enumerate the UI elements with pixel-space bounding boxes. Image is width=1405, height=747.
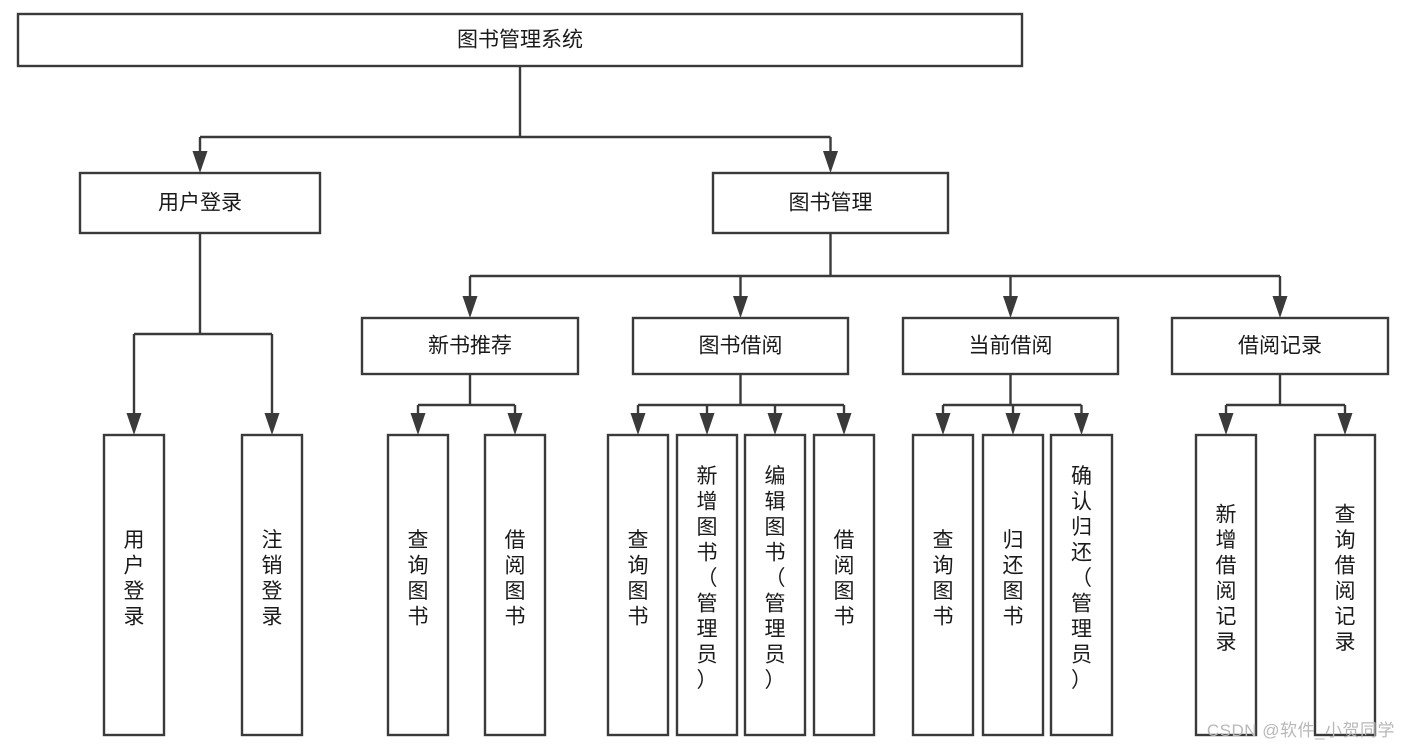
node-box[interactable]	[711, 171, 950, 235]
arrow-head-icon	[264, 413, 280, 435]
node-label: 查询图书	[408, 529, 429, 629]
node-leaf-query-book-1[interactable]: 查询图书	[386, 433, 450, 737]
node-leaf-query-record[interactable]: 查询借阅记录	[1313, 433, 1377, 737]
node-borrow-record[interactable]: 借阅记录	[1170, 316, 1390, 376]
arrow-head-icon	[836, 413, 852, 435]
node-box[interactable]	[911, 433, 975, 737]
arrow-head-icon	[733, 296, 748, 318]
connector-group-nbr-to-leaves	[410, 374, 523, 435]
arrow-head-icon	[823, 151, 838, 173]
node-leaf-add-record[interactable]: 新增借阅记录	[1194, 433, 1258, 737]
arrow-head-icon	[1074, 413, 1089, 435]
node-box[interactable]	[386, 433, 450, 737]
node-box[interactable]	[360, 316, 580, 376]
node-leaf-confirm-return[interactable]: 确认归还（管理员）	[1049, 433, 1114, 737]
arrow-head-icon	[1003, 296, 1018, 318]
node-user-login[interactable]: 用户登录	[78, 171, 322, 235]
node-new-book-rec[interactable]: 新书推荐	[360, 316, 580, 376]
arrow-head-icon	[1337, 413, 1353, 435]
connector-group-root-to-level1	[192, 66, 838, 173]
arrow-head-icon	[1272, 296, 1288, 318]
node-label: 新增借阅记录	[1216, 503, 1237, 654]
node-box[interactable]	[78, 171, 322, 235]
node-box[interactable]	[631, 316, 850, 376]
node-label: 借阅记录	[1238, 335, 1322, 358]
node-box[interactable]	[102, 433, 166, 737]
node-label: 查询图书	[628, 529, 649, 629]
arrow-head-icon	[192, 151, 208, 173]
node-label: 图书借阅	[699, 335, 783, 358]
node-label: 图书管理	[789, 192, 873, 215]
arrow-head-icon	[462, 296, 478, 318]
connector-group-cb-to-leaves	[935, 374, 1089, 435]
connector-layer	[126, 66, 1353, 435]
node-leaf-logout[interactable]: 注销登录	[240, 433, 304, 737]
node-leaf-edit-book[interactable]: 编辑图书（管理员）	[743, 433, 807, 737]
watermark-text: CSDN @软件_小贺同学	[1206, 721, 1395, 740]
node-label: 当前借阅	[969, 335, 1053, 358]
node-label: 归还图书	[1003, 529, 1024, 629]
node-label: 新增图书（管理员）	[697, 465, 718, 692]
node-box[interactable]	[16, 12, 1024, 68]
node-book-manage[interactable]: 图书管理	[711, 171, 950, 235]
node-box[interactable]	[1313, 433, 1377, 737]
node-box[interactable]	[981, 433, 1045, 737]
node-root[interactable]: 图书管理系统	[16, 12, 1024, 68]
node-box[interactable]	[1194, 433, 1258, 737]
node-label: 图书管理系统	[457, 29, 583, 52]
node-label: 注销登录	[262, 529, 283, 629]
arrow-head-icon	[126, 413, 142, 435]
arrow-head-icon	[699, 413, 715, 435]
arrow-head-icon	[1218, 413, 1234, 435]
node-label: 新书推荐	[428, 335, 512, 358]
node-label: 借阅图书	[834, 529, 855, 629]
node-layer: 图书管理系统用户登录图书管理新书推荐图书借阅当前借阅借阅记录用户登录注销登录查询…	[16, 12, 1390, 737]
node-box[interactable]	[1049, 433, 1114, 737]
node-current-borrow[interactable]: 当前借阅	[901, 316, 1120, 376]
arrow-head-icon	[507, 413, 523, 435]
node-box[interactable]	[675, 433, 739, 737]
node-box[interactable]	[240, 433, 304, 737]
node-label: 查询借阅记录	[1335, 503, 1356, 654]
node-label: 查询图书	[933, 529, 954, 629]
node-box[interactable]	[901, 316, 1120, 376]
node-label: 确认归还（管理员）	[1071, 465, 1092, 692]
arrow-head-icon	[767, 413, 783, 435]
node-leaf-return-book[interactable]: 归还图书	[981, 433, 1045, 737]
node-book-borrow[interactable]: 图书借阅	[631, 316, 850, 376]
arrow-head-icon	[630, 413, 646, 435]
node-box[interactable]	[812, 433, 876, 737]
arrow-head-icon	[1005, 413, 1021, 435]
connector-group-bb-to-leaves	[630, 374, 852, 435]
node-leaf-borrow-book-1[interactable]: 借阅图书	[483, 433, 547, 737]
connector-group-br-to-leaves	[1218, 374, 1353, 435]
node-leaf-user-login[interactable]: 用户登录	[102, 433, 166, 737]
node-box[interactable]	[1170, 316, 1390, 376]
node-leaf-add-book[interactable]: 新增图书（管理员）	[675, 433, 739, 737]
node-label: 用户登录	[158, 192, 242, 215]
node-leaf-borrow-book-2[interactable]: 借阅图书	[812, 433, 876, 737]
node-label: 借阅图书	[505, 529, 526, 629]
node-label: 用户登录	[124, 529, 145, 629]
connector-group-bm-to-level2	[462, 233, 1288, 318]
arrow-head-icon	[935, 413, 951, 435]
node-box[interactable]	[743, 433, 807, 737]
node-box[interactable]	[606, 433, 670, 737]
node-leaf-query-book-3[interactable]: 查询图书	[911, 433, 975, 737]
node-box[interactable]	[483, 433, 547, 737]
node-leaf-query-book-2[interactable]: 查询图书	[606, 433, 670, 737]
connector-group-ul-to-leaves	[126, 233, 280, 435]
node-label: 编辑图书（管理员）	[765, 465, 786, 692]
arrow-head-icon	[410, 413, 426, 435]
